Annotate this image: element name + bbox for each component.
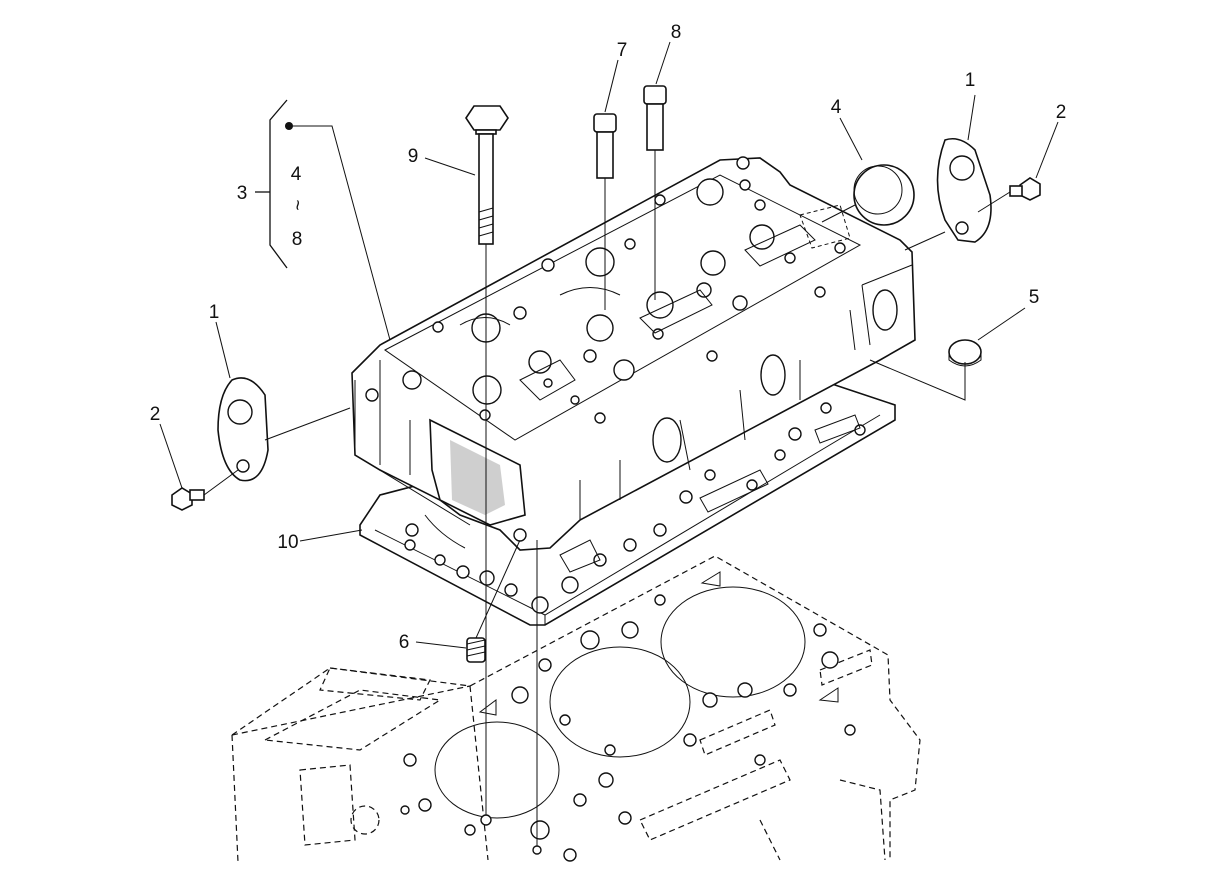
kit-range-start: 4 <box>291 164 302 185</box>
callout-label-6: 6 <box>399 632 410 653</box>
callout-label-1-left: 1 <box>209 302 220 323</box>
valve-guide-2 <box>643 85 667 300</box>
callout-label-5: 5 <box>1029 287 1040 308</box>
lifting-hook-right <box>904 137 992 251</box>
kit-bracket <box>255 99 391 341</box>
cylinder-bore <box>549 646 691 758</box>
expansion-plug <box>821 164 915 226</box>
head-gasket <box>359 379 896 626</box>
valve-guide <box>593 113 617 310</box>
callout-label-2-left: 2 <box>150 404 161 425</box>
kit-range-end: 8 <box>292 229 303 250</box>
kit-range-separator: ~ <box>286 199 307 210</box>
callout-label-2-right: 2 <box>1056 102 1067 123</box>
small-plug <box>869 339 982 401</box>
callout-label-9: 9 <box>408 146 419 167</box>
bolt-left <box>171 469 239 511</box>
cylinder-head <box>351 156 916 551</box>
callout-label-7: 7 <box>617 40 628 61</box>
callout-label-1-right: 1 <box>965 70 976 91</box>
cylinder-bore <box>660 586 806 698</box>
bolt-right <box>977 177 1041 213</box>
engine-block <box>231 555 921 863</box>
cylinder-bore <box>434 721 560 819</box>
callout-label-3: 3 <box>237 183 248 204</box>
callout-label-8: 8 <box>671 22 682 43</box>
callout-label-4: 4 <box>831 97 842 118</box>
callout-label-10: 10 <box>277 532 298 553</box>
head-bolt <box>465 105 509 826</box>
stud <box>466 528 527 663</box>
lifting-hook-left <box>217 377 351 482</box>
leader-lines <box>159 41 1059 649</box>
